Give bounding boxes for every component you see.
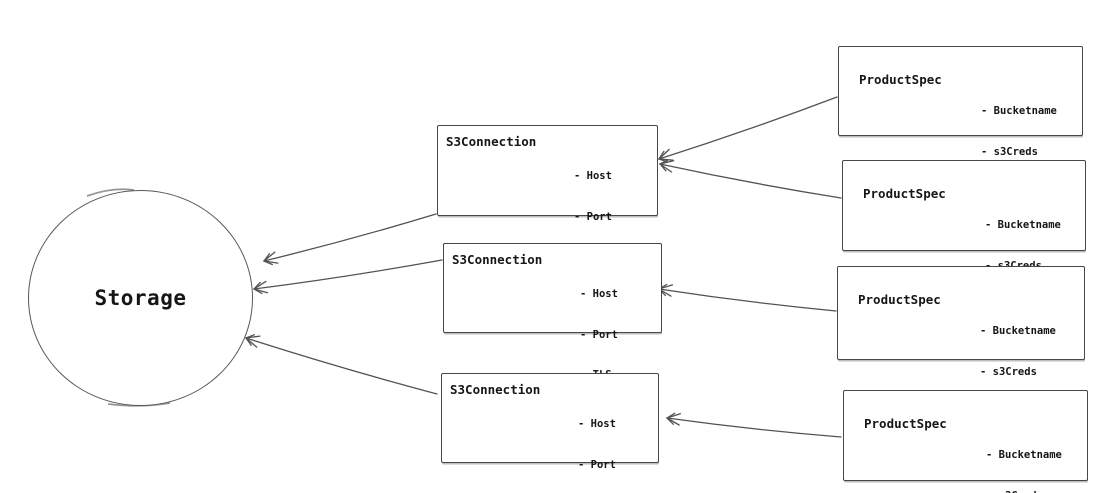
edge-product-spec-4-to-s3-connection-3 bbox=[666, 412, 842, 438]
product-spec-1-title: ProductSpec bbox=[859, 72, 942, 87]
product-spec-4-attributes: - Bucketname - s3Creds bbox=[986, 422, 1062, 493]
edge-s3-connection-1-to-storage bbox=[263, 213, 437, 266]
product-spec-1-box: ProductSpec - Bucketname - s3Creds bbox=[838, 46, 1083, 158]
attribute-port: - Port bbox=[580, 328, 618, 341]
attribute-bucketname: - Bucketname bbox=[981, 105, 1057, 117]
attribute-host: - Host bbox=[578, 418, 616, 430]
attribute-bucketname: - Bucketname bbox=[980, 325, 1056, 337]
attribute-bucketname: - Bucketname bbox=[985, 219, 1061, 231]
s3-connection-1-box: S3Connection - Host - Port - TLS bbox=[437, 125, 658, 263]
product-spec-4-box: ProductSpec - Bucketname - s3Creds bbox=[843, 390, 1088, 493]
product-spec-3-title: ProductSpec bbox=[858, 292, 941, 307]
product-spec-3-attributes: - Bucketname - s3Creds bbox=[980, 298, 1056, 406]
attribute-port: - Port bbox=[578, 458, 616, 471]
storage-node: Storage bbox=[28, 190, 253, 406]
edge-s3-connection-3-to-storage bbox=[245, 334, 438, 395]
product-spec-1-attributes: - Bucketname - s3Creds bbox=[981, 78, 1057, 186]
s3-connection-3-attributes: - Host - Port - TLS bbox=[578, 391, 616, 493]
product-spec-2-title: ProductSpec bbox=[863, 186, 946, 201]
s3-connection-2-box: S3Connection - Host - Port - TLS bbox=[443, 243, 662, 381]
attribute-port: - Port bbox=[574, 210, 612, 223]
edge-product-spec-1-to-s3-connection-1 bbox=[658, 96, 838, 163]
product-spec-4-title: ProductSpec bbox=[864, 416, 947, 431]
s3-connection-1-title: S3Connection bbox=[446, 134, 537, 149]
edge-s3-connection-2-to-storage bbox=[253, 259, 443, 295]
attribute-s3creds: - s3Creds bbox=[980, 365, 1037, 378]
s3-connection-2-title: S3Connection bbox=[452, 252, 543, 267]
attribute-bucketname: - Bucketname bbox=[986, 449, 1062, 461]
attribute-host: - Host bbox=[580, 288, 618, 300]
attribute-host: - Host bbox=[574, 170, 612, 182]
product-spec-2-box: ProductSpec - Bucketname - s3Creds bbox=[842, 160, 1086, 272]
s3-connection-3-box: S3Connection - Host - Port - TLS bbox=[441, 373, 659, 471]
edge-product-spec-3-to-s3-connection-2 bbox=[658, 283, 837, 312]
attribute-s3creds: - s3Creds bbox=[981, 145, 1038, 158]
s3-connection-3-title: S3Connection bbox=[450, 382, 541, 397]
product-spec-3-box: ProductSpec - Bucketname - s3Creds bbox=[837, 266, 1085, 378]
attribute-s3creds: - s3Creds bbox=[986, 490, 1062, 493]
edge-product-spec-2-to-s3-connection-1 bbox=[659, 159, 842, 199]
storage-label: Storage bbox=[94, 286, 187, 310]
